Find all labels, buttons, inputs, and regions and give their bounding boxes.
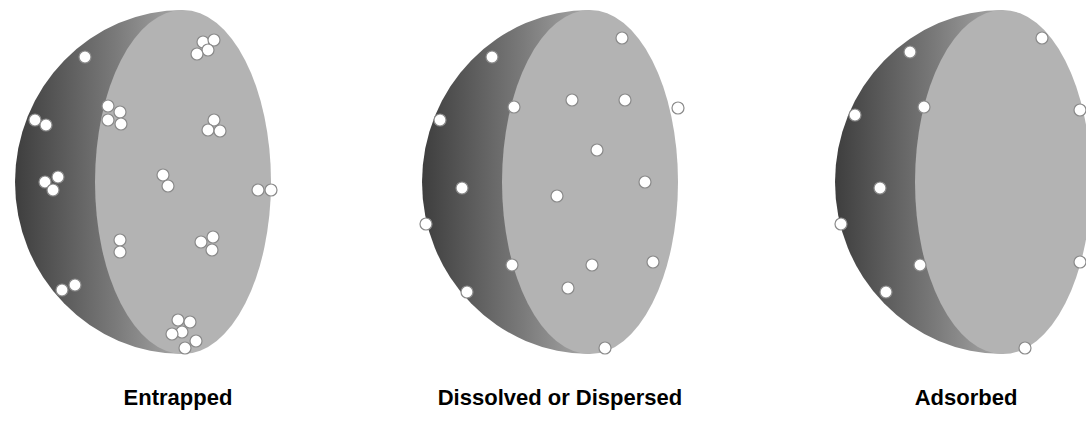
particle [115, 118, 127, 130]
particle [157, 169, 169, 181]
particle [179, 342, 191, 354]
particle [914, 259, 926, 271]
hemisphere-dispersed [420, 10, 684, 354]
particle [506, 259, 518, 271]
particle [69, 279, 81, 291]
particle [420, 218, 432, 230]
particle [1074, 256, 1086, 268]
particle [434, 114, 446, 126]
particle [616, 32, 628, 44]
particle [461, 286, 473, 298]
particle [599, 342, 611, 354]
particle [79, 51, 91, 63]
particle [190, 335, 202, 347]
particle [647, 256, 659, 268]
particle [874, 182, 886, 194]
particle [102, 100, 114, 112]
particle-clusters [29, 34, 277, 354]
surface-particles [835, 32, 1086, 354]
particle [880, 286, 892, 298]
caption-label: Dissolved or Dispersed [438, 385, 683, 411]
particle [202, 44, 214, 56]
particle [562, 282, 574, 294]
particle [486, 51, 498, 63]
particle [29, 114, 41, 126]
dispersed-particles [420, 32, 684, 354]
particle [672, 102, 684, 114]
particle [166, 328, 178, 340]
particle [114, 106, 126, 118]
particle [202, 124, 214, 136]
particle [195, 236, 207, 248]
caption-label: Adsorbed [915, 385, 1018, 411]
particle [265, 184, 277, 196]
particle [40, 119, 52, 131]
cut-face [915, 10, 1086, 354]
particle [566, 94, 578, 106]
hemisphere-adsorbed [835, 10, 1086, 354]
particle [47, 184, 59, 196]
particle [52, 171, 64, 183]
particle [586, 259, 598, 271]
particle [162, 180, 174, 192]
particle [102, 114, 114, 126]
particle [1036, 32, 1048, 44]
particle [214, 125, 226, 137]
particle [207, 231, 219, 243]
particle [1074, 104, 1086, 116]
particle [849, 109, 861, 121]
particle [551, 190, 563, 202]
particle [1019, 342, 1031, 354]
particle [191, 48, 203, 60]
particle [114, 246, 126, 258]
hemisphere-entrapped [15, 10, 277, 354]
particle [591, 144, 603, 156]
particle [508, 101, 520, 113]
particle [619, 94, 631, 106]
particle [918, 101, 930, 113]
cut-face [502, 10, 678, 354]
cut-face [95, 10, 271, 354]
particle [114, 234, 126, 246]
particle [835, 218, 847, 230]
particle [172, 314, 184, 326]
particle [206, 244, 218, 256]
particle [904, 46, 916, 58]
caption-label: Entrapped [124, 385, 233, 411]
particle [639, 176, 651, 188]
particle [456, 182, 468, 194]
particle [56, 284, 68, 296]
particle [184, 316, 196, 328]
particle [252, 184, 264, 196]
